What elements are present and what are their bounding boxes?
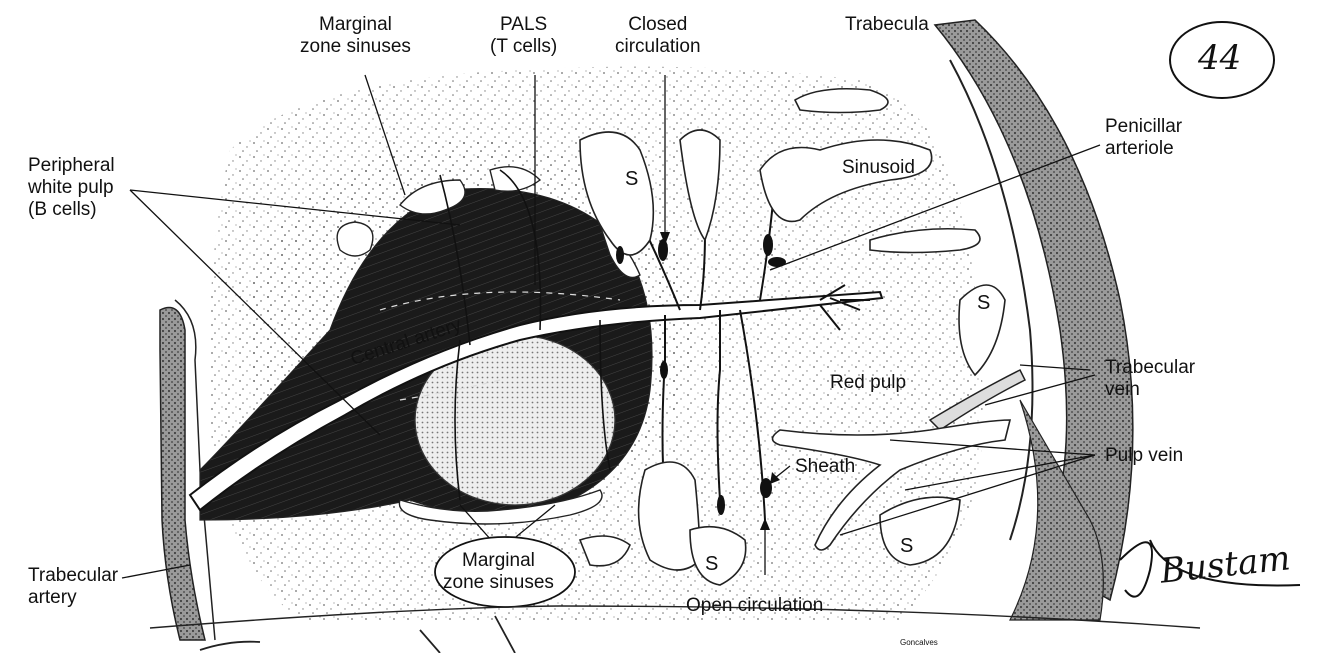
text-line: Peripheral — [28, 155, 115, 177]
text-line: Marginal — [443, 550, 554, 572]
text-line: PALS — [490, 14, 557, 36]
trabecular-artery — [160, 308, 205, 641]
label-marginal-zone-sinuses-bottom: Marginal zone sinuses — [443, 550, 554, 594]
label-open-circulation: Open circulation — [686, 595, 823, 617]
text-line: Trabecular — [1105, 357, 1195, 379]
artist-credit: Goncalves — [900, 638, 938, 647]
sheath — [660, 361, 668, 379]
marginal-sinus — [337, 222, 373, 256]
label-pals: PALS (T cells) — [490, 14, 557, 58]
sinus-label: S — [705, 553, 718, 575]
text-line: (T cells) — [490, 36, 557, 58]
bottom-scrawl — [200, 616, 515, 653]
label-closed-circulation: Closed circulation — [615, 14, 701, 58]
text-line: (B cells) — [28, 199, 115, 221]
label-penicillar-arteriole: Penicillar arteriole — [1105, 116, 1182, 160]
label-peripheral-white-pulp: Peripheral white pulp (B cells) — [28, 155, 115, 221]
text-line: circulation — [615, 36, 701, 58]
sinus-label: S — [977, 292, 990, 314]
text-line: zone sinuses — [300, 36, 411, 58]
text-line: artery — [28, 587, 118, 609]
label-trabecular-vein: Trabecular vein — [1105, 357, 1195, 401]
label-trabecular-artery: Trabecular artery — [28, 565, 118, 609]
label-sheath: Sheath — [795, 456, 855, 478]
text-line: arteriole — [1105, 138, 1182, 160]
sheath — [717, 495, 725, 515]
text-line: vein — [1105, 379, 1195, 401]
label-red-pulp: Red pulp — [830, 372, 906, 394]
sheath — [760, 478, 772, 498]
sheath — [616, 246, 624, 264]
sinus-label: S — [625, 168, 638, 190]
text-line: zone sinuses — [443, 572, 554, 594]
text-line: Trabecular — [28, 565, 118, 587]
sheath — [658, 239, 668, 261]
page-number: 44 — [1198, 38, 1241, 78]
text-line: Penicillar — [1105, 116, 1182, 138]
sinusoid-blob — [639, 462, 700, 570]
sheath — [763, 234, 773, 256]
label-pulp-vein: Pulp vein — [1105, 445, 1183, 467]
text-line: Marginal — [300, 14, 411, 36]
label-marginal-zone-sinuses-top: Marginal zone sinuses — [300, 14, 411, 58]
label-sinusoid: Sinusoid — [842, 157, 915, 179]
text-line: Closed — [615, 14, 701, 36]
sinus-label: S — [900, 535, 913, 557]
text-line: white pulp — [28, 177, 115, 199]
label-trabecula: Trabecula — [845, 14, 929, 36]
